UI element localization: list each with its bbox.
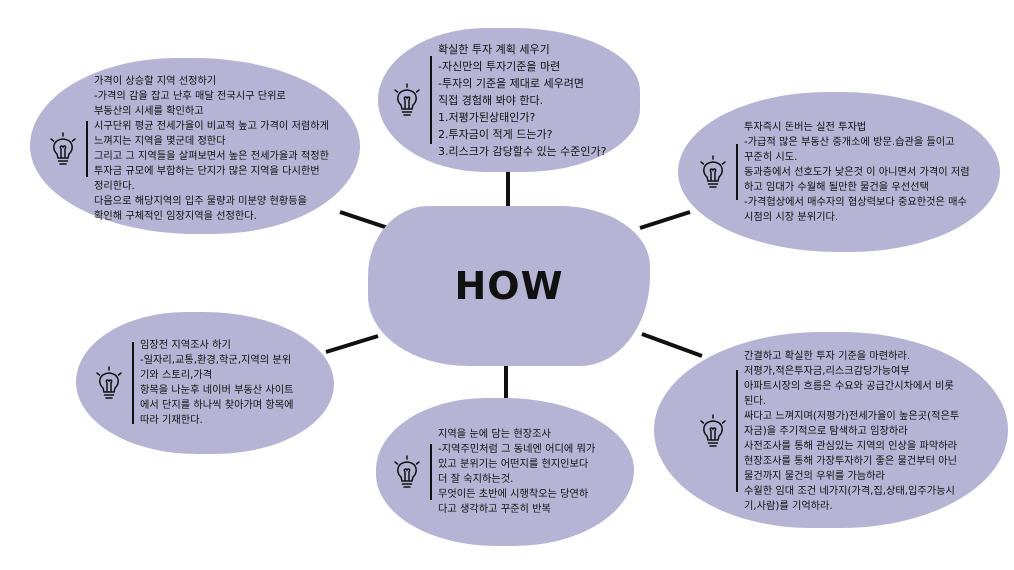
bubble-text: 확실한 투자 계획 세우기 -자신만의 투자기준을 마련 -투자의 기준을 제대…	[438, 42, 607, 158]
bubble-text: 가격이 상승할 지역 선정하기 -가격의 감을 잡고 난후 매달 전국시구 단위…	[94, 76, 329, 222]
bubble-text: 투자즉시 돈버는 실전 투자법 -가급적 많은 부동산 중개소에 방문.습관을 …	[744, 121, 970, 223]
bubble-text: 간결하고 확실한 투자 기준을 마련하라. 저평가,적은투자금,리스크감당가능여…	[744, 350, 960, 512]
accent-bar	[736, 370, 738, 492]
bubble-site-survey-prep: 임장전 지역조사 하기 -일자리,교통,환경,학군,지역의 분위 기와 스토리,…	[76, 312, 334, 454]
bubble-text: 임장전 지역조사 하기 -일자리,교통,환경,학군,지역의 분위 기와 스토리,…	[140, 340, 294, 426]
connector-b6	[641, 332, 703, 358]
lightbulb-icon	[96, 366, 122, 399]
bubble-text: 지역을 눈에 담는 현장조사 -지역주민처럼 그 동네엔 어디에 뭐가 있고 분…	[438, 429, 596, 515]
center-node: HOW	[368, 206, 650, 366]
lightbulb-icon	[700, 414, 726, 447]
bubble-practical-investment: 투자즉시 돈버는 실전 투자법 -가급적 많은 부동산 중개소에 방문.습관을 …	[678, 92, 1000, 252]
lightbulb-icon	[700, 155, 726, 188]
accent-bar	[736, 144, 738, 200]
connector-b1	[339, 210, 389, 230]
connector-b3	[639, 210, 691, 230]
lightbulb-icon	[394, 455, 420, 488]
accent-bar	[86, 121, 88, 177]
bubble-field-research: 지역을 눈에 담는 현장조사 -지역주민처럼 그 동네엔 어디에 뭐가 있고 분…	[376, 398, 634, 546]
center-title: HOW	[454, 264, 564, 308]
accent-bar	[430, 444, 432, 500]
accent-bar	[430, 56, 432, 144]
bubble-clear-criteria: 간결하고 확실한 투자 기준을 마련하라. 저평가,적은투자금,리스크감당가능여…	[654, 332, 1008, 528]
accent-bar	[132, 342, 134, 424]
bubble-target-area-selection: 가격이 상승할 지역 선정하기 -가격의 감을 잡고 난후 매달 전국시구 단위…	[30, 58, 360, 234]
lightbulb-icon	[50, 132, 76, 165]
bubble-investment-plan: 확실한 투자 계획 세우기 -자신만의 투자기준을 마련 -투자의 기준을 제대…	[378, 28, 640, 172]
connector-b4	[325, 334, 379, 354]
lightbulb-icon	[394, 83, 420, 116]
